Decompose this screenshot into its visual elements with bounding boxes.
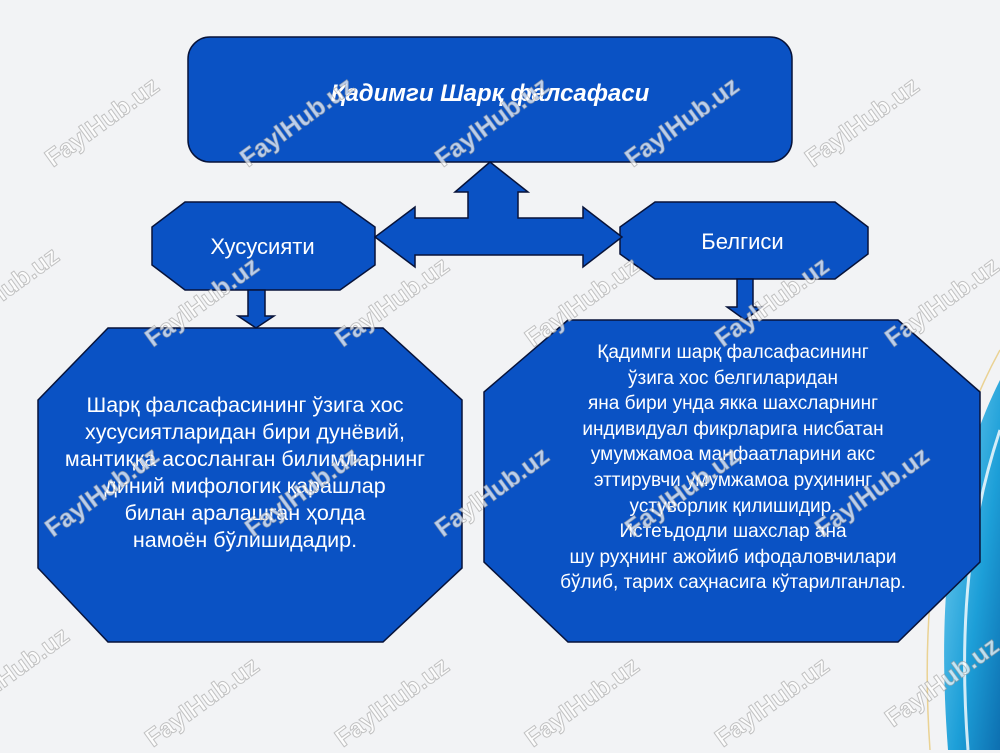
left-body-box [37,327,463,643]
left-down-arrow [235,289,277,329]
junction-arrow [373,161,624,269]
left-label-box [151,201,376,291]
right-label-box [619,201,869,280]
title-box [187,36,793,163]
right-body-box [483,319,981,643]
wave-highlight [963,429,1000,750]
right-down-arrow [724,278,765,321]
